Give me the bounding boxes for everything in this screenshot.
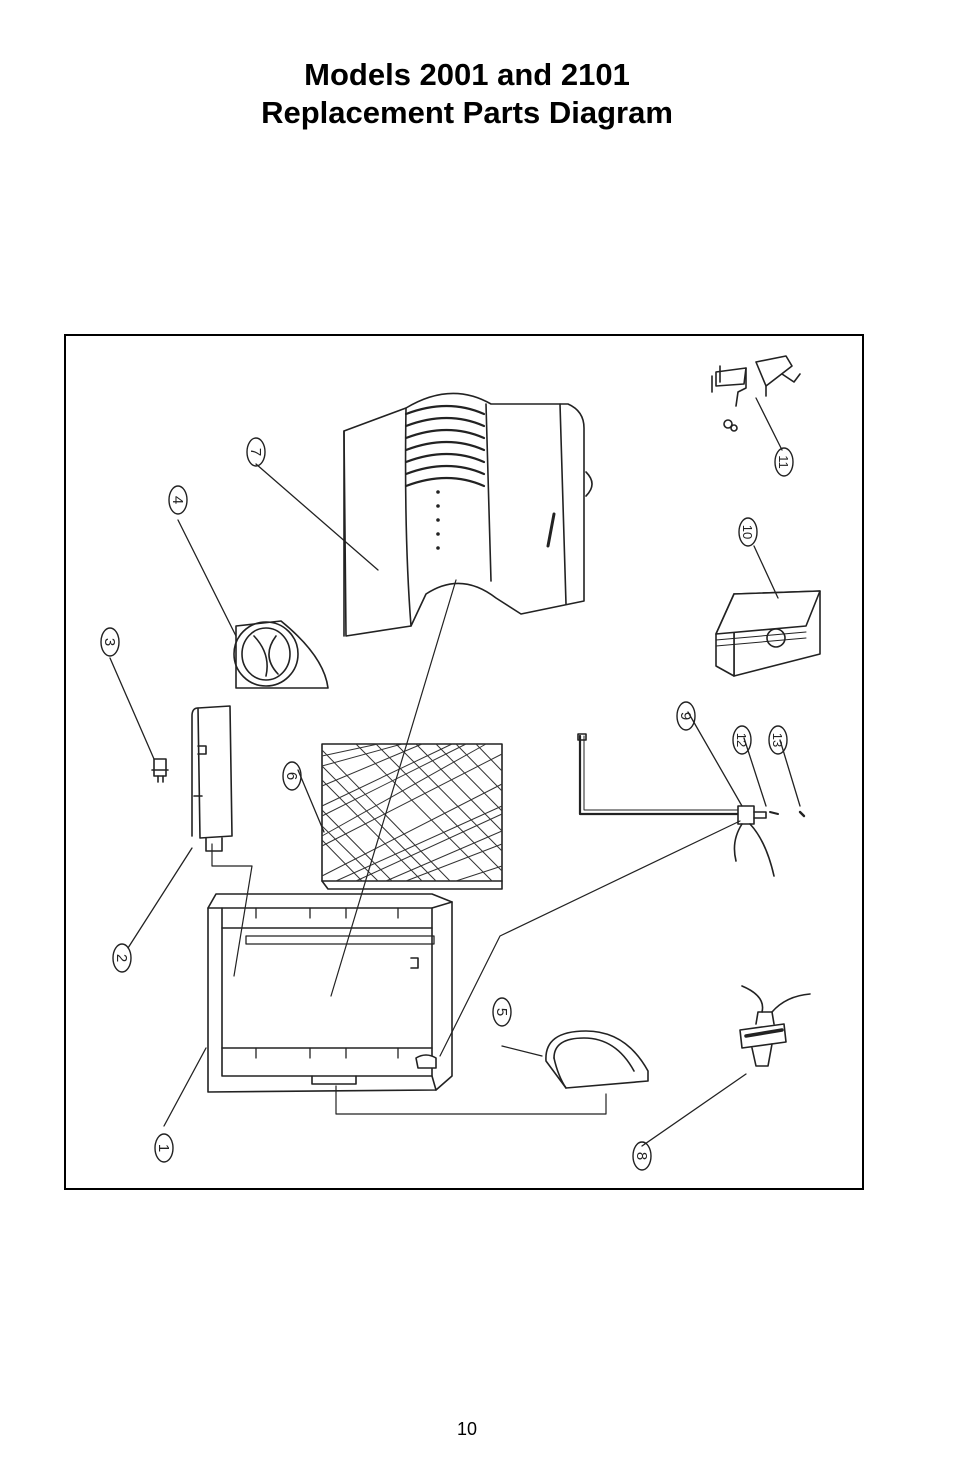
title-line-1: Models 2001 and 2101 — [304, 57, 630, 92]
wiring — [211, 579, 741, 1115]
part-10-control — [715, 590, 821, 677]
callout-5: 5 — [493, 1008, 510, 1016]
callout-3: 3 — [101, 638, 118, 646]
callout-11: 11 — [776, 455, 791, 469]
callout-9: 9 — [677, 712, 694, 720]
part-11-valve — [711, 355, 801, 432]
leader-lines — [109, 397, 801, 1147]
callout-circles — [100, 437, 794, 1171]
page-title: Models 2001 and 2101 Replacement Parts D… — [0, 56, 934, 132]
callout-12: 12 — [734, 733, 749, 747]
part-5-collar — [545, 1030, 649, 1089]
part-3-clip — [151, 758, 169, 783]
part-9-tube — [577, 733, 806, 877]
callout-13: 13 — [770, 733, 785, 747]
parts-diagram-frame: 1 2 3 4 5 6 7 8 9 10 11 12 13 — [64, 334, 864, 1190]
part-6-filter-pad — [321, 743, 503, 890]
callout-6: 6 — [283, 772, 300, 780]
callout-10: 10 — [740, 525, 755, 539]
callout-7: 7 — [247, 448, 264, 456]
title-line-2: Replacement Parts Diagram — [261, 95, 673, 130]
page-number: 10 — [456, 1419, 478, 1439]
part-8-solenoid — [739, 985, 811, 1067]
part-2-bracket — [191, 705, 233, 852]
callout-1: 1 — [155, 1144, 172, 1152]
parts-diagram: 1 2 3 4 5 6 7 8 9 10 11 12 13 — [100, 355, 821, 1171]
callout-2: 2 — [113, 954, 130, 962]
callout-4: 4 — [169, 496, 186, 504]
part-4-fan — [233, 620, 329, 689]
callout-8: 8 — [633, 1152, 650, 1160]
part-7-cover — [343, 392, 593, 637]
part-1-base-tray — [207, 893, 453, 1093]
